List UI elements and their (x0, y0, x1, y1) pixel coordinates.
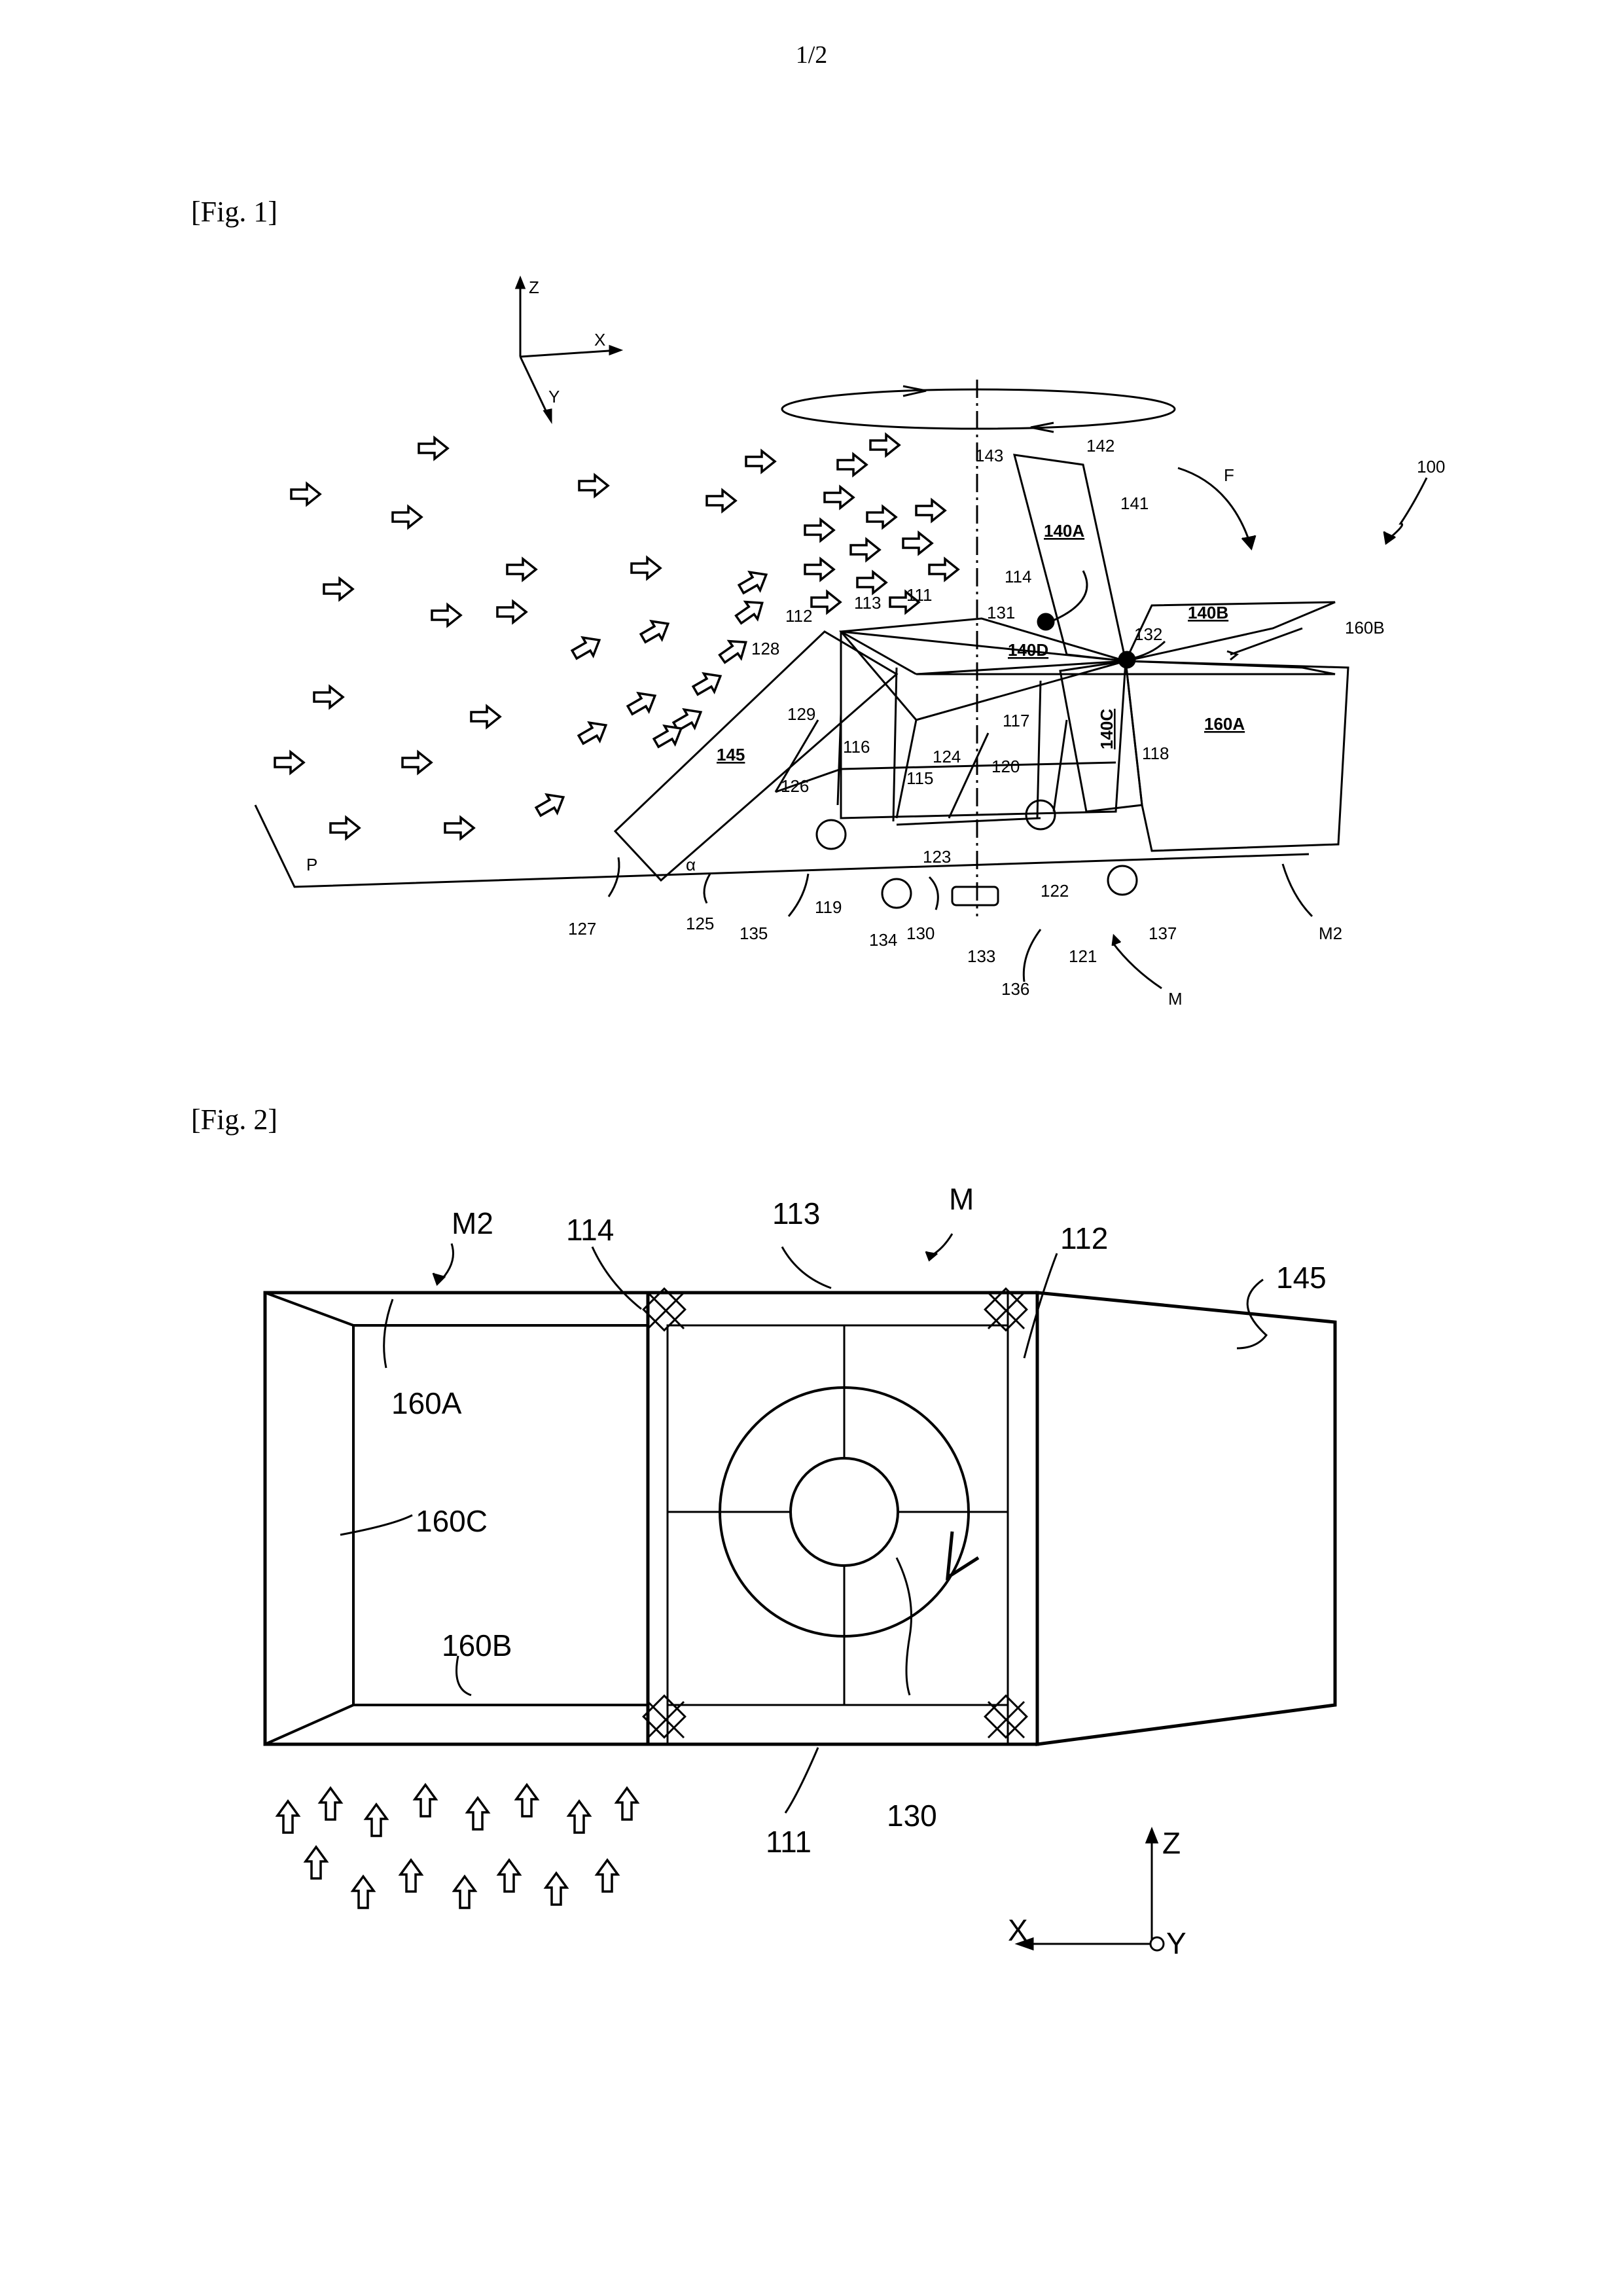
blade-140A (1014, 455, 1126, 661)
fig2-axis-y-label: Y (1166, 1926, 1186, 1960)
ref-120: 120 (991, 757, 1020, 776)
ref-131: 131 (987, 603, 1015, 622)
fig1-airflow-arrows (275, 435, 958, 838)
ref-143: 143 (975, 446, 1003, 465)
ref-F: F (1224, 465, 1234, 485)
ref-126: 126 (781, 776, 809, 796)
ref-117: 117 (1003, 711, 1029, 730)
ref-130: 130 (906, 924, 935, 943)
axis-y-label: Y (548, 387, 560, 406)
fig2-airflow-arrows (277, 1785, 637, 1908)
fig2-ref-M: M (949, 1182, 974, 1216)
fig1-drawing (255, 278, 1427, 988)
ref-114: 114 (1005, 567, 1031, 586)
ref-136: 136 (1001, 979, 1029, 999)
ref-128: 128 (751, 639, 779, 658)
fig1-labels: Z X Y 100 F 142 143 141 140A 140B 160B 1… (306, 278, 1445, 1009)
rotor-hub (791, 1458, 898, 1566)
ref-P: P (306, 855, 317, 874)
ref-112: 112 (785, 606, 812, 626)
axis-z-label: Z (529, 278, 539, 297)
fig1-axis-triad (516, 278, 620, 421)
ref-111: 111 (906, 585, 933, 605)
ref-100: 100 (1417, 457, 1445, 476)
ref-123: 123 (923, 847, 951, 867)
ref-125: 125 (686, 914, 714, 933)
ref-116: 116 (843, 737, 870, 757)
fig2-ref-111: 111 (766, 1825, 812, 1859)
ref-alpha: α (686, 855, 696, 874)
ref-121: 121 (1069, 946, 1097, 966)
ref-142: 142 (1086, 436, 1115, 456)
fig2-ramp-145 (1037, 1293, 1335, 1744)
fig2-ref-113: 113 (772, 1196, 820, 1230)
ref-113: 113 (854, 593, 881, 613)
fig2-ref-160A: 160A (391, 1386, 462, 1420)
ref-127: 127 (568, 919, 596, 939)
ref-132: 132 (1134, 624, 1162, 644)
ref-M2: M2 (1319, 924, 1342, 943)
fig2-ref-145: 145 (1276, 1261, 1327, 1295)
ref-122: 122 (1041, 881, 1069, 901)
ref-135: 135 (740, 924, 768, 943)
ref-160B: 160B (1345, 618, 1385, 637)
axis-x-label: X (594, 330, 605, 350)
fig2-ref-M2: M2 (452, 1206, 493, 1240)
fig2-ref-112: 112 (1060, 1221, 1108, 1255)
ref-134: 134 (869, 930, 897, 950)
ref-129: 129 (787, 704, 815, 724)
ref-140C: 140C (1097, 709, 1116, 749)
ref-141: 141 (1120, 493, 1149, 513)
fig2-axis-z-label: Z (1162, 1826, 1181, 1860)
fig2-ref-160B: 160B (442, 1628, 512, 1662)
fig2-ref-160C: 160C (416, 1504, 488, 1538)
rotor-disc (782, 389, 1175, 429)
ref-140D: 140D (1008, 640, 1048, 660)
ref-160A: 160A (1204, 714, 1245, 734)
ref-115: 115 (906, 768, 933, 788)
fig2-ref-114: 114 (566, 1213, 614, 1247)
ref-119: 119 (815, 897, 842, 917)
ref-118: 118 (1142, 744, 1169, 763)
ref-137: 137 (1149, 924, 1177, 943)
ref-140A: 140A (1044, 521, 1084, 541)
ref-145: 145 (717, 745, 745, 764)
ref-124: 124 (933, 747, 961, 766)
fig2-ref-130: 130 (887, 1799, 937, 1833)
ref-M: M (1168, 989, 1183, 1009)
fig2-axis-x-label: X (1008, 1913, 1028, 1947)
ref-133: 133 (967, 946, 995, 966)
fig2-axis-triad (1018, 1829, 1164, 1950)
ref-140B: 140B (1188, 603, 1228, 622)
